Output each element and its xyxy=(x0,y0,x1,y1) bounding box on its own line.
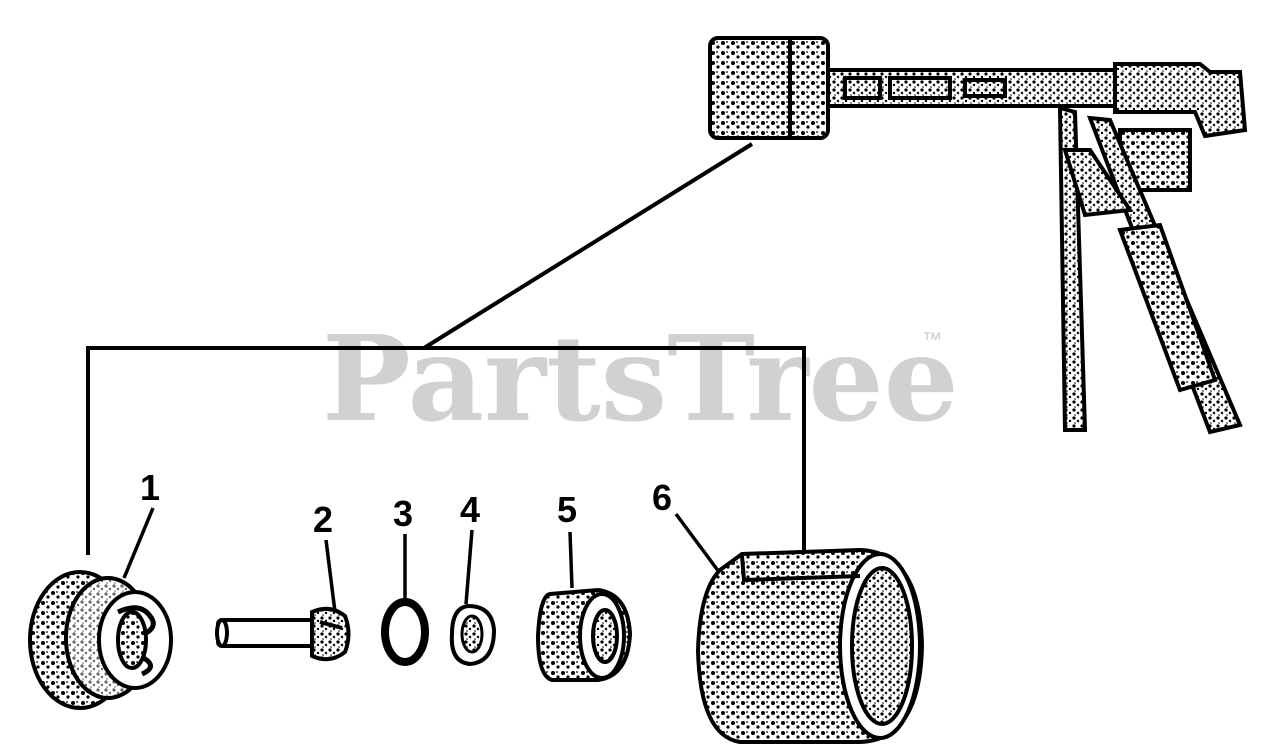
gun-grip xyxy=(1117,222,1218,393)
assembly-bracket xyxy=(86,346,806,555)
watermark-text: PartsTree xyxy=(322,309,959,448)
watermark: PartsTree ™ xyxy=(322,309,959,448)
gun-front-leg xyxy=(1057,105,1088,432)
callout-leaders xyxy=(122,507,724,613)
callout-4: 4 xyxy=(460,489,480,530)
leader-6 xyxy=(674,512,724,578)
leader-2 xyxy=(324,539,337,613)
part-6-sleeve xyxy=(695,547,925,744)
part-3-o-ring xyxy=(381,598,429,666)
part-1-coupling xyxy=(28,570,173,710)
callout-2: 2 xyxy=(313,499,333,540)
callout-3: 3 xyxy=(393,493,413,534)
callout-6: 6 xyxy=(652,477,672,518)
part-2-pin xyxy=(215,606,351,662)
gun-nozzle-head xyxy=(708,36,830,140)
spray-gun-illustration xyxy=(708,36,1248,435)
part-4-washer xyxy=(449,603,497,667)
gun-barrel xyxy=(826,68,1120,108)
callout-labels: 1 2 3 4 5 6 xyxy=(140,467,672,540)
callout-1: 1 xyxy=(140,467,160,508)
part-5-nut xyxy=(535,587,633,682)
leader-line-gun xyxy=(422,142,754,350)
callout-5: 5 xyxy=(557,489,577,530)
leader-1 xyxy=(122,507,155,579)
leader-4 xyxy=(464,529,474,605)
gun-body xyxy=(1113,62,1248,139)
watermark-trademark: ™ xyxy=(922,329,942,351)
leader-5 xyxy=(568,531,574,589)
